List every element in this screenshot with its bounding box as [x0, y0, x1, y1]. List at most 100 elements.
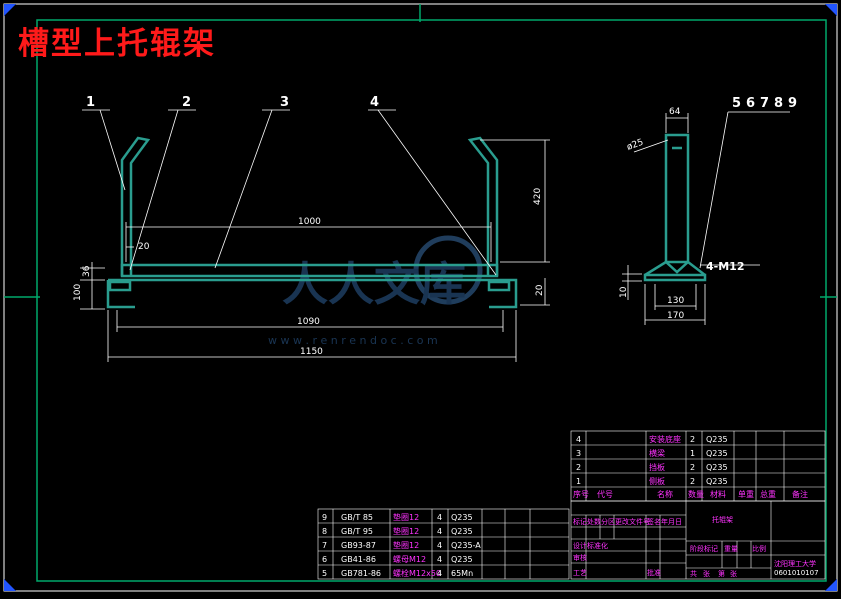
tb-label: 设计	[573, 541, 587, 550]
side-view	[643, 133, 707, 282]
balloon-7: 7	[760, 96, 769, 111]
prl-name: 横梁	[649, 448, 665, 458]
pll-mat: Q235	[451, 555, 473, 564]
pll-qty: 4	[437, 513, 442, 522]
tb-label: 第	[718, 569, 725, 578]
watermark-url: w w w . r e n r e n d o c . c o m	[268, 334, 438, 347]
pll-code: GB93-87	[341, 541, 376, 550]
pll-mat: 65Mn	[451, 569, 473, 578]
pll-qty: 4	[437, 527, 442, 536]
pll-no: 7	[322, 541, 327, 550]
centering-marks	[4, 4, 837, 298]
prl-qty: 1	[690, 449, 695, 458]
prl-header: 代号	[597, 489, 613, 499]
tb-label: 批准	[647, 568, 661, 577]
pll-name: 螺栓M12x50	[393, 568, 441, 578]
title-block	[570, 500, 826, 580]
balloon-5: 5	[732, 96, 741, 111]
pll-mat: Q235	[451, 527, 473, 536]
prl-header: 数量	[688, 489, 704, 499]
balloon-8: 8	[774, 96, 783, 111]
inner-frame	[36, 19, 827, 582]
pll-no: 8	[322, 527, 327, 536]
side-gusset	[665, 261, 689, 274]
balloon-3: 3	[280, 95, 289, 110]
balloon-2: 2	[182, 95, 191, 110]
tb-label: 签名	[647, 517, 661, 526]
pll-code: GB/T 95	[341, 527, 373, 536]
prl-no: 2	[576, 463, 581, 472]
pll-code: GB781-86	[341, 569, 381, 578]
pll-code: GB41-86	[341, 555, 376, 564]
right-side-plate	[467, 136, 499, 276]
side-view-labels: 64 ø25 130 170 10 4-M12	[619, 107, 744, 321]
tb-label: 重量	[724, 545, 738, 553]
dim-420: 420	[533, 188, 543, 205]
balloon-1: 1	[86, 95, 95, 110]
tb-number: 0601010107	[774, 569, 819, 577]
tb-label: 更改文件号	[615, 517, 650, 526]
main-view-dimensions	[80, 109, 550, 362]
side-base	[643, 273, 707, 282]
dim-64: 64	[669, 107, 681, 117]
tb-school: 沈阳理工大学	[774, 559, 816, 568]
tb-label: 处数	[587, 517, 601, 526]
balloon-4: 4	[370, 95, 379, 110]
watermark: 人人文库 w w w . r e n r e n d o c . c o m	[268, 235, 483, 347]
pll-no: 6	[322, 555, 327, 564]
side-balloons: 5 6 7 8 9	[732, 96, 797, 111]
channel-base	[106, 278, 518, 309]
corner-markers	[4, 4, 837, 591]
prl-mat: Q235	[706, 449, 728, 458]
title-block-text: 托辊架沈阳理工大学0601010107标记处数分区更改文件号签名年月日设计标准化…	[573, 515, 819, 578]
prl-qty: 2	[690, 477, 695, 486]
prl-mat: Q235	[706, 463, 728, 472]
thread-spec: 4-M12	[706, 260, 744, 273]
dim-1000: 1000	[298, 217, 321, 227]
pll-qty: 4	[437, 569, 442, 578]
dim-170: 170	[667, 311, 684, 321]
prl-header: 材料	[710, 489, 726, 499]
balloon-labels: 1 2 3 4	[86, 95, 379, 110]
tb-drawing-name: 托辊架	[712, 515, 733, 524]
dim-100: 100	[73, 284, 83, 301]
prl-no: 3	[576, 449, 581, 458]
prl-name: 安装底座	[649, 434, 681, 444]
dim-1150: 1150	[300, 347, 323, 357]
drawing-title: 槽型上托辊架	[18, 26, 216, 62]
side-view-dimensions	[622, 111, 790, 325]
prl-no: 1	[576, 477, 581, 486]
balloon-6: 6	[746, 96, 755, 111]
balloon-9: 9	[788, 96, 797, 111]
pll-name: 垫圈12	[393, 512, 419, 522]
tb-label: 张	[703, 569, 710, 578]
prl-qty: 2	[690, 435, 695, 444]
tb-label: 标记	[573, 517, 587, 526]
tb-label: 审核	[573, 553, 587, 562]
dim-36: 36	[82, 265, 92, 277]
right-mount	[487, 280, 511, 292]
prl-name: 挡板	[649, 462, 665, 472]
dim-phi25: ø25	[626, 138, 645, 153]
prl-name: 侧板	[649, 476, 665, 486]
pll-mat: Q235-A	[451, 541, 481, 550]
pll-code: GB/T 85	[341, 513, 373, 522]
pll-mat: Q235	[451, 513, 473, 522]
dim-20-left: 20	[138, 242, 150, 252]
prl-header: 总重	[760, 489, 776, 499]
dim-1090: 1090	[297, 317, 320, 327]
left-mount	[108, 280, 132, 292]
tb-label: 比例	[752, 544, 766, 553]
prl-header: 单重	[738, 489, 754, 499]
side-upright	[664, 133, 690, 264]
cross-beam	[120, 263, 499, 278]
pll-no: 9	[322, 513, 327, 522]
pll-qty: 4	[437, 555, 442, 564]
pll-name: 垫圈12	[393, 526, 419, 536]
prl-mat: Q235	[706, 477, 728, 486]
prl-header: 备注	[792, 489, 808, 499]
pll-name: 垫圈12	[393, 540, 419, 550]
